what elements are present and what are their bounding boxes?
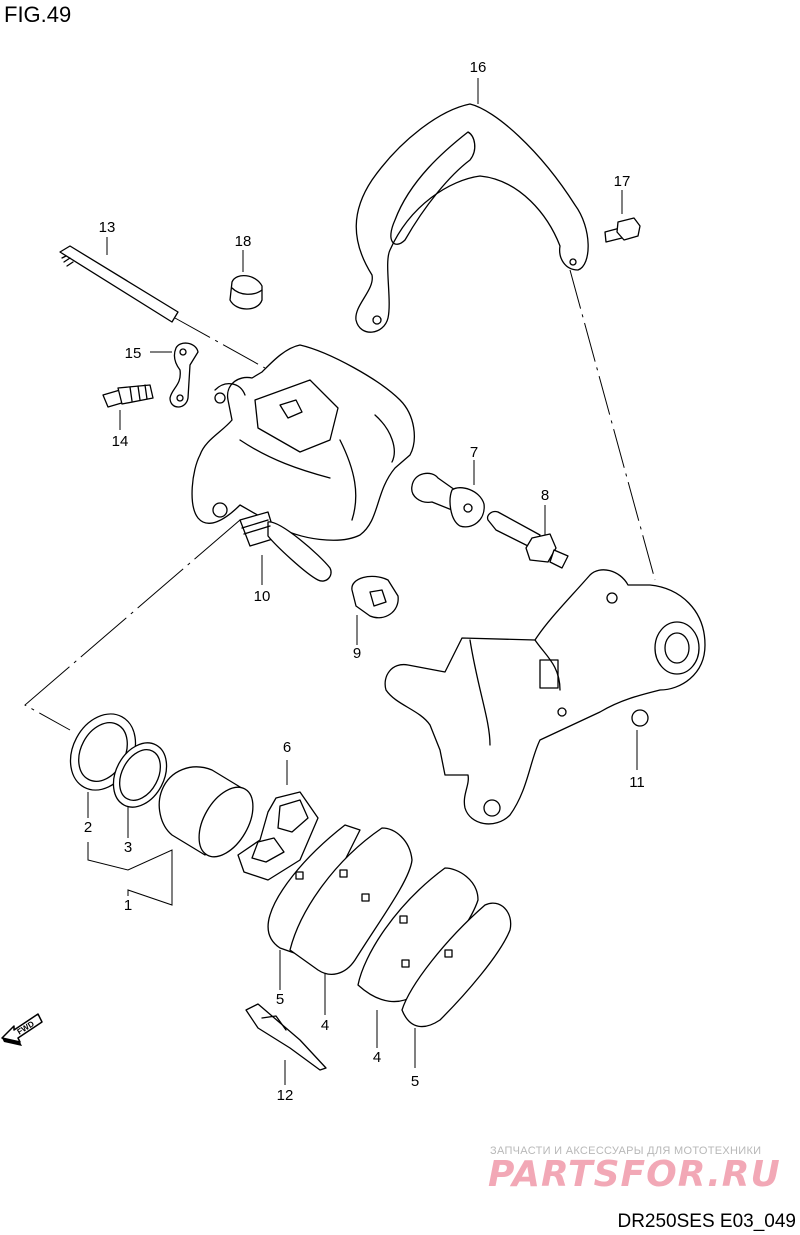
part-7-bolt <box>411 472 485 528</box>
part-15-bleeder-cap <box>169 342 199 408</box>
part-5-pad-shim-front <box>267 824 361 956</box>
callout-11: 11 <box>629 774 645 791</box>
callout-6: 6 <box>283 739 291 756</box>
part-6-pad-spring <box>237 791 319 881</box>
callout-10: 10 <box>254 588 271 605</box>
callout-15: 15 <box>125 345 142 362</box>
part-14-bleeder-screw <box>102 384 154 408</box>
callout-8: 8 <box>541 487 549 504</box>
caliper-body <box>191 344 415 541</box>
part-4-pad-rear <box>357 867 479 1003</box>
part-8-slide-pin <box>486 510 569 569</box>
part-16-bracket-arm <box>355 103 589 333</box>
callout-7: 7 <box>470 444 478 461</box>
callout-1: 1 <box>124 897 132 914</box>
part-10-pin <box>239 511 332 582</box>
figure-code: DR250SES E03_049 <box>617 1211 796 1232</box>
callout-5: 5 <box>411 1073 419 1090</box>
leader-lines <box>24 78 656 1085</box>
part-12-clip <box>245 1003 327 1071</box>
callout-12: 12 <box>277 1087 294 1104</box>
part-13-slide-pin <box>59 245 179 323</box>
part-9-boot <box>351 575 399 619</box>
callout-9: 9 <box>353 645 361 662</box>
callout-13: 13 <box>99 219 116 236</box>
callout-16: 16 <box>470 59 487 76</box>
callout-14: 14 <box>112 433 129 450</box>
part-4-pad-front <box>289 827 413 975</box>
part-3-dust-seal <box>112 742 168 808</box>
watermark-brand: PARTSFOR.RU <box>488 1154 781 1195</box>
part-1-piston <box>158 766 254 858</box>
part-5-pad-shim-rear <box>401 902 512 1028</box>
part-17-bolt <box>604 217 641 243</box>
watermark-tagline: ЗАПЧАСТИ И АКСЕССУАРЫ ДЛЯ МОТОТЕХНИКИ <box>490 1145 761 1157</box>
callout-4: 4 <box>373 1049 381 1066</box>
part-18-cap <box>229 275 263 310</box>
fwd-direction-arrow: FWD <box>1 1013 43 1046</box>
callout-3: 3 <box>124 839 132 856</box>
callout-2: 2 <box>84 819 92 836</box>
callout-17: 17 <box>614 173 631 190</box>
callout-18: 18 <box>235 233 252 250</box>
callout-5: 5 <box>276 991 284 1008</box>
callout-4: 4 <box>321 1017 329 1034</box>
part-11-caliper-holder <box>384 569 706 825</box>
figure-title: FIG.49 <box>4 2 72 27</box>
watermark-logo: ЗАПЧАСТИ И АКСЕССУАРЫ ДЛЯ МОТОТЕХНИКИ PA… <box>488 1145 781 1195</box>
